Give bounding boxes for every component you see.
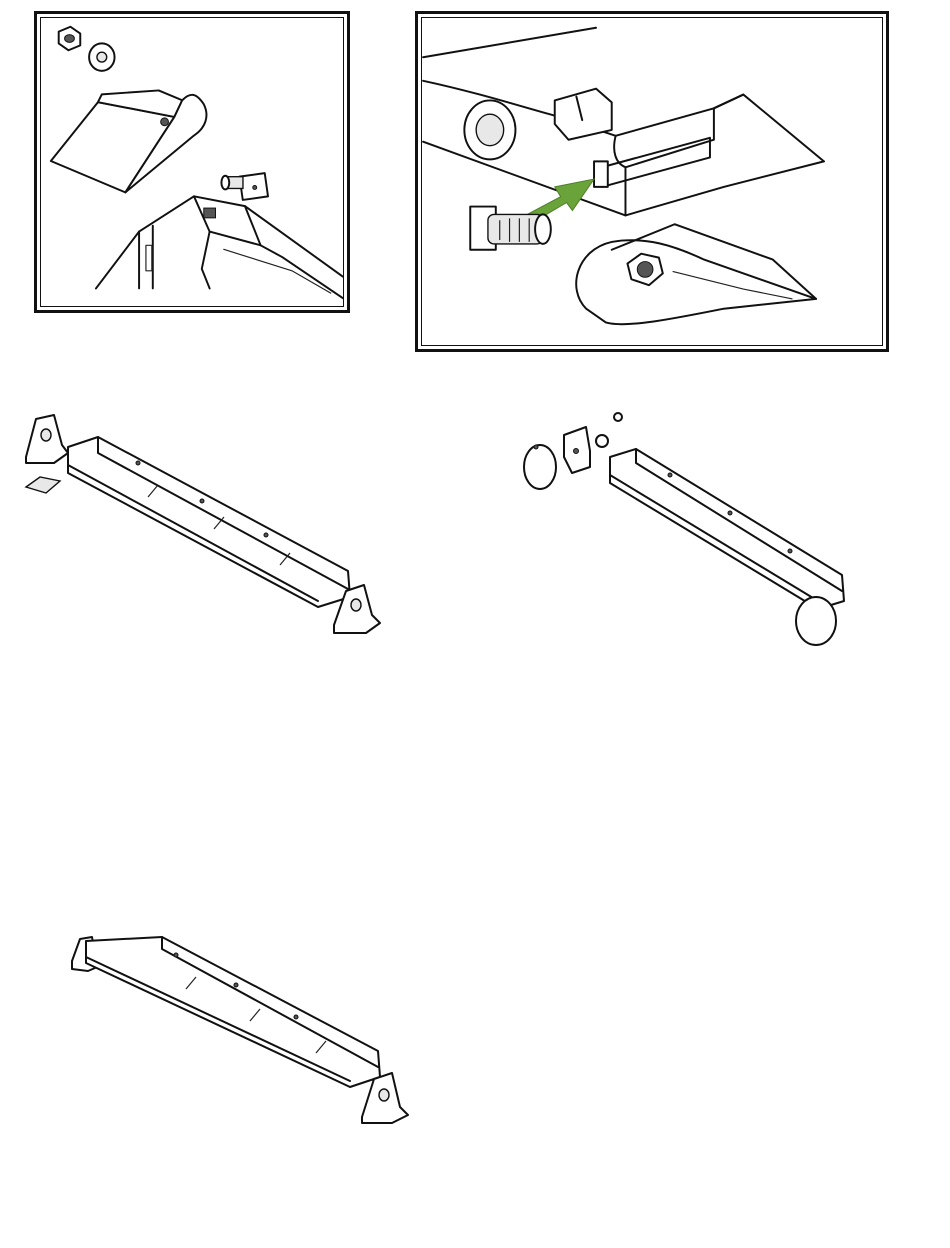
detail-hinge-bracket-drawing (37, 14, 347, 310)
nut-icon (59, 27, 81, 51)
mounting-foot (576, 224, 816, 324)
slot (594, 138, 710, 187)
light-bar (86, 937, 380, 1087)
light-bar (610, 449, 844, 609)
detail-bolt-slot-panel (415, 11, 889, 352)
lightbar-installed-drawing (66, 935, 416, 1130)
carriage-bolt-icon (221, 173, 268, 200)
lightbar-foot-mount-drawing (18, 405, 388, 650)
lightbar-foot-mount (18, 405, 388, 650)
detail-hinge-bracket-panel (34, 11, 350, 313)
detail-bolt-slot-drawing (418, 14, 886, 349)
screw-icon (614, 413, 622, 421)
hinge-bracket (51, 90, 207, 192)
l-bracket (564, 427, 608, 473)
mounting-foot-left (26, 415, 68, 463)
light-bar (68, 437, 350, 607)
lightbar-suction-mount (500, 405, 860, 655)
lightbar-installed (66, 935, 416, 1130)
lightbar-suction-mount-drawing (500, 405, 860, 655)
suction-cup-right (796, 597, 836, 645)
base-tray (96, 196, 343, 298)
bar-end (423, 28, 824, 216)
adhesive-pad (26, 477, 60, 493)
suction-cup-left (524, 445, 556, 489)
washer-icon (89, 43, 114, 70)
